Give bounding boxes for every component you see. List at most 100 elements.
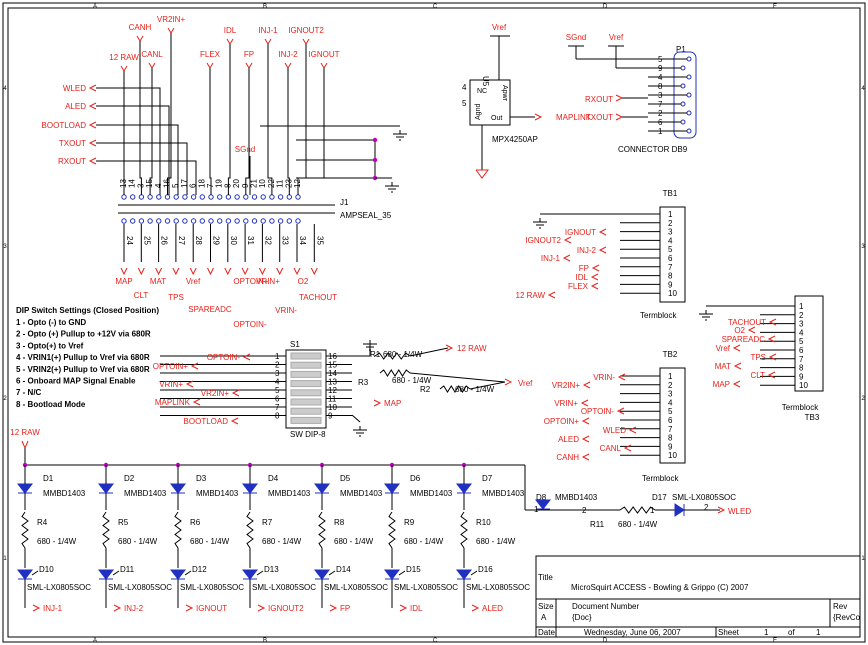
dip-switch-lever [290,370,322,378]
j1-pin [164,194,171,200]
j1-pin [208,218,214,224]
dip-wire [409,347,449,357]
j1-pin [147,218,153,224]
dip-notes-item: 7 - N/C [16,388,42,397]
led-resistor-ref: R4 [37,518,48,527]
d17-ref: D17 [652,493,667,502]
dip-left-signal-label: OPTOIN- [207,353,241,362]
tb1-ref: TB1 [663,189,678,198]
net-arrow-left [598,228,607,236]
docnum-label: Document Number [572,602,639,611]
net-arrow-left [733,362,742,370]
j1-bottom-pin-number: 30 [229,236,238,245]
led-diode-symbol [169,569,187,580]
of-value: 1 [816,628,821,637]
j1-bottom-signal-label: TPS [168,293,184,302]
map-sensor-pin-number: 5 [462,99,467,108]
j1-bottom-pin-number: 32 [263,236,272,245]
tb2-pin-number: 1 [668,372,673,381]
led-steering-diode [16,483,34,494]
j1-pin [217,218,223,224]
db9-pin-number: 4 [658,73,663,82]
net-arrow-left [581,453,590,461]
j1-bottom-signal-label: O2 [298,277,309,286]
map-sensor-pin: Agnd [475,104,482,120]
j1-bottom-signal-label: OPTOIN+ [233,277,269,286]
r2-resistor [439,385,471,393]
dip-right-pin-number: 11 [328,395,337,404]
led-output-label: INJ-2 [124,604,144,613]
led-diode-ref: D2 [124,474,135,483]
j1-pin [121,218,127,224]
led-emission-arrow [328,570,336,576]
dip-right-pin-number: 10 [328,403,337,412]
led-diode-ref: D4 [268,474,279,483]
j1-top-signal-label: IDL [224,26,237,35]
j1-bottom-pin-number: 29 [212,236,221,245]
tb3-pin-number: 4 [799,328,804,337]
j1-pin [225,218,232,224]
dip-left-signal-label: MAPLINK [155,398,191,407]
led-output-label: IGNOUT2 [268,604,304,613]
j1-left-wire [96,160,197,195]
led-resistor [21,511,29,549]
db9-pin [680,65,686,71]
j1-pin [234,218,240,224]
tb2-pin-number: 5 [668,407,673,416]
net-arrow-down [206,62,214,69]
led-part: SML-LX0805SOC [180,583,244,592]
tb1-signal-label: INJ-2 [577,246,597,255]
tb3-signal-label: CLT [750,371,765,380]
j1-top-wire [139,41,142,195]
d8-part: MMBD1403 [555,493,598,502]
led-diode-symbol [455,569,473,580]
sheet-label: Sheet [718,628,740,637]
led-diode-symbol [241,569,259,580]
led-diode-symbol [16,569,34,580]
led-diode-ref: D3 [196,474,207,483]
db9-pin-number: 6 [658,118,663,127]
net-arrow-left [88,102,97,110]
net-arrow-left [242,353,251,361]
map-sensor-part: MPX4250AP [492,135,538,144]
j1-pin [156,194,162,200]
net-arrow-left [628,426,637,434]
net-arrow-down [245,62,253,69]
j1-pin-number: 21 [250,179,259,188]
db9-pin [686,56,692,62]
net-arrow-down [137,267,145,276]
j1-bottom-signal-label: MAT [150,277,166,286]
j1-pin [173,218,179,224]
j1-top-signal-label: FP [244,50,254,59]
j1-pin [138,218,145,224]
j1-pin-number: 15 [145,179,154,188]
tb3-pin-number: 7 [799,355,804,364]
led-part: SML-LX0805SOC [324,583,388,592]
led-ref: D16 [478,565,493,574]
net-arrow-left [598,246,607,254]
tb2-signal-label: WLED [603,426,626,435]
net-arrow-down [155,267,163,276]
net-arrow-down [276,267,284,276]
tb2-pin-number: 7 [668,425,673,434]
led-diode-part: MMBD1403 [410,489,453,498]
docnum-value: {Doc} [572,613,592,622]
net-arrow-left [767,371,776,379]
tb3-signal-label: TACHOUT [728,318,766,327]
tb3-pin-number: 6 [799,346,804,355]
led-ref: D13 [264,565,279,574]
net-arrow-right [534,113,543,121]
led-output-label: INJ-1 [43,604,63,613]
net-arrow-down [320,62,328,69]
led-ref: D15 [406,565,421,574]
map-sensor-pin-number: 4 [462,83,467,92]
map-sensor-body [469,79,511,126]
tb1-signal-label: FLEX [568,282,589,291]
net-arrow-left [192,398,201,406]
led-part: SML-LX0805SOC [466,583,530,592]
led-output-label: IDL [410,604,423,613]
tb3-pin-number: 9 [799,372,804,381]
tb1-pin-number: 5 [668,245,673,254]
map-gnd-arrow [475,169,489,179]
dip-vref-label: Vref [518,379,533,388]
